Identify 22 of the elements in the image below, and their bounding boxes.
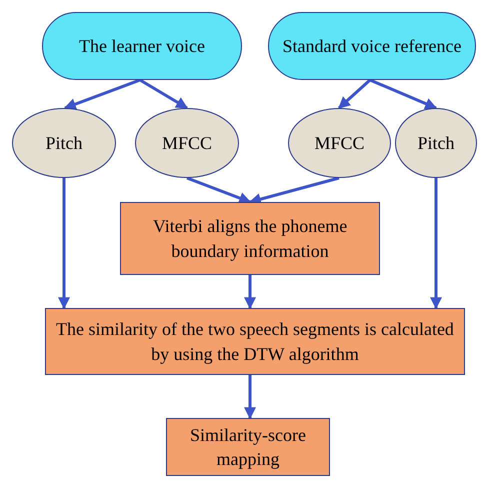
arrow	[64, 78, 141, 110]
node-label: MFCC	[162, 132, 212, 155]
node-label: Viterbi aligns the phoneme boundary information	[152, 215, 348, 263]
arrow	[244, 375, 256, 420]
node-label: Similarity-score mapping	[189, 424, 307, 471]
arrow	[248, 176, 340, 205]
node-label: Pitch	[45, 132, 82, 155]
process-box	[45, 308, 465, 375]
node-label: MFCC	[314, 132, 365, 155]
arrow	[369, 78, 438, 110]
arrow	[430, 178, 442, 310]
process-box	[120, 202, 380, 275]
node-label: The learner voice	[79, 34, 205, 58]
arrow	[186, 176, 252, 204]
arrow	[338, 78, 371, 110]
node-label: The similarity of the two speech segments is calculated by using the DTW algorithm	[56, 318, 454, 366]
arrow	[139, 78, 188, 110]
node-label: Pitch	[417, 132, 454, 155]
arrow	[58, 178, 70, 310]
process-box	[166, 418, 330, 476]
node-label: Standard voice reference	[282, 34, 462, 58]
arrow	[244, 275, 256, 310]
